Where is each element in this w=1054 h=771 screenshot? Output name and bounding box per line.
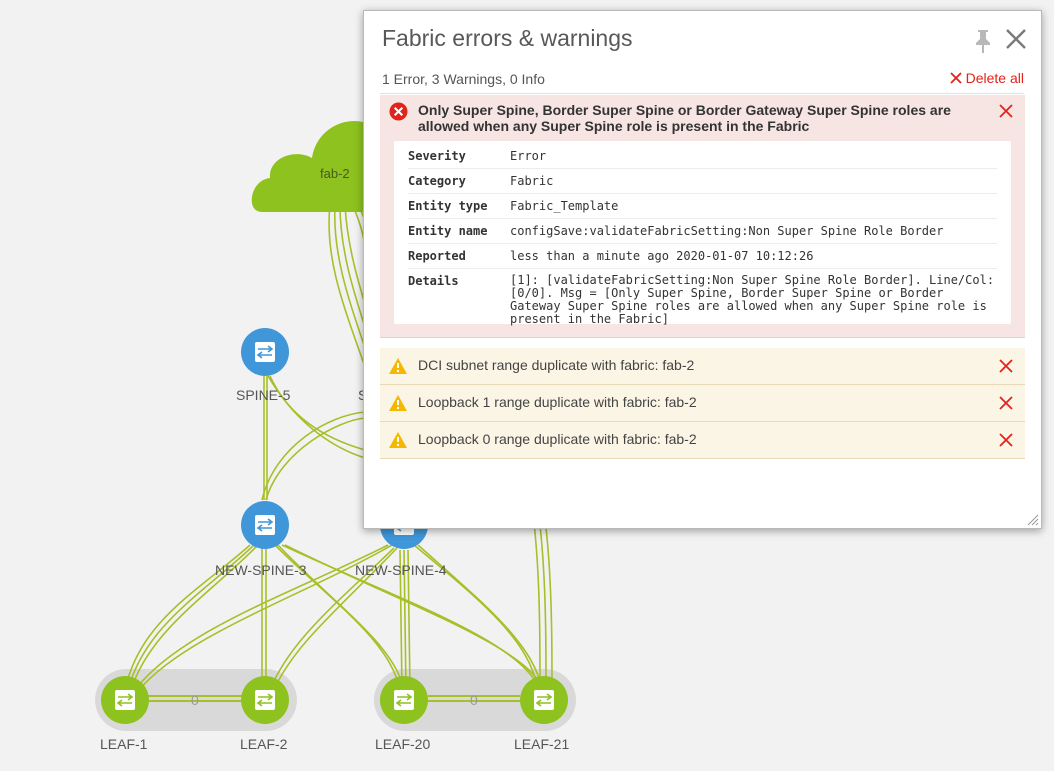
- detail-value: less than a minute ago 2020-01-07 10:12:…: [510, 249, 814, 263]
- detail-row-reported: Reported less than a minute ago 2020-01-…: [408, 244, 997, 269]
- fabric-cloud-fab-2[interactable]: fab-2: [251, 120, 385, 212]
- vpc-links: [148, 695, 520, 702]
- delete-all-button[interactable]: Delete all: [949, 70, 1024, 86]
- warning-item[interactable]: DCI subnet range duplicate with fabric: …: [380, 348, 1025, 385]
- dismiss-warning-button[interactable]: [999, 359, 1013, 373]
- close-icon[interactable]: [1004, 27, 1028, 51]
- dismiss-warning-button[interactable]: [999, 396, 1013, 410]
- detail-key: Category: [408, 174, 466, 188]
- warning-message: Loopback 1 range duplicate with fabric: …: [418, 394, 697, 410]
- delete-all-label: Delete all: [965, 70, 1024, 86]
- detail-value: configSave:validateFabricSetting:Non Sup…: [510, 224, 944, 238]
- detail-row-category: Category Fabric: [408, 169, 997, 194]
- vpc-link-label: 0: [191, 692, 199, 708]
- warning-triangle-icon: [389, 358, 407, 374]
- node-label-new-spine-4: NEW-SPINE-4: [355, 562, 447, 578]
- warning-message: DCI subnet range duplicate with fabric: …: [418, 357, 695, 373]
- warning-triangle-icon: [389, 395, 407, 411]
- switch-node-leaf-20[interactable]: [380, 676, 428, 724]
- vpc-link-label: 0: [470, 692, 478, 708]
- error-item[interactable]: Only Super Spine, Border Super Spine or …: [380, 95, 1025, 338]
- node-label-leaf-20: LEAF-20: [375, 736, 430, 752]
- detail-row-severity: Severity Error: [408, 144, 997, 169]
- switch-icon: [255, 515, 275, 535]
- messages-list: Only Super Spine, Border Super Spine or …: [380, 95, 1025, 459]
- warning-item[interactable]: Loopback 1 range duplicate with fabric: …: [380, 385, 1025, 422]
- switch-icon: [534, 690, 554, 710]
- warning-item[interactable]: Loopback 0 range duplicate with fabric: …: [380, 422, 1025, 459]
- switch-icon: [255, 690, 275, 710]
- switch-node-leaf-1[interactable]: [101, 676, 149, 724]
- detail-key: Entity type: [408, 199, 488, 213]
- detail-value: Fabric_Template: [510, 199, 619, 213]
- delete-x-icon: [949, 72, 962, 84]
- node-label-leaf-1: LEAF-1: [100, 736, 148, 752]
- node-label-leaf-21: LEAF-21: [514, 736, 569, 752]
- switch-icon: [255, 342, 275, 362]
- detail-row-details: Details [1]: [validateFabricSetting:Non …: [408, 269, 997, 331]
- resize-handle-icon[interactable]: [1025, 512, 1039, 526]
- switch-node-new-spine-3[interactable]: [241, 501, 289, 549]
- detail-key: Entity name: [408, 224, 488, 238]
- cloud-label: fab-2: [320, 166, 350, 181]
- warning-message: Loopback 0 range duplicate with fabric: …: [418, 431, 697, 447]
- dismiss-warning-button[interactable]: [999, 433, 1013, 447]
- node-label-new-spine-3: NEW-SPINE-3: [215, 562, 307, 578]
- detail-key: Details: [408, 274, 459, 288]
- switch-icon: [394, 690, 414, 710]
- error-details-table: Severity Error Category Fabric Entity ty…: [394, 141, 1011, 326]
- node-label-leaf-2: LEAF-2: [240, 736, 288, 752]
- detail-value: Error: [510, 149, 547, 163]
- node-label-spine-5: SPINE-5: [236, 387, 291, 403]
- warning-triangle-icon: [389, 432, 407, 448]
- error-message: Only Super Spine, Border Super Spine or …: [418, 102, 951, 134]
- detail-row-entity-type: Entity type Fabric_Template: [408, 194, 997, 219]
- dismiss-error-button[interactable]: [999, 104, 1013, 118]
- switch-icon: [115, 690, 135, 710]
- detail-value: Fabric: [510, 174, 554, 188]
- switch-node-spine-5[interactable]: [241, 328, 289, 376]
- node-label-partial: S: [358, 387, 367, 403]
- divider: [380, 93, 1024, 94]
- error-circle-icon: [389, 102, 408, 121]
- fabric-errors-panel: Fabric errors & warnings 1 Error, 3 Warn…: [363, 10, 1042, 529]
- switch-node-leaf-21[interactable]: [520, 676, 568, 724]
- detail-value: [1]: [validateFabricSetting:Non Super Sp…: [510, 273, 995, 326]
- switch-node-leaf-2[interactable]: [241, 676, 289, 724]
- detail-key: Reported: [408, 249, 466, 263]
- panel-title: Fabric errors & warnings: [382, 25, 633, 51]
- detail-row-entity-name: Entity name configSave:validateFabricSet…: [408, 219, 997, 244]
- pin-icon[interactable]: [972, 28, 994, 54]
- detail-key: Severity: [408, 149, 466, 163]
- summary-counts: 1 Error, 3 Warnings, 0 Info: [382, 71, 545, 87]
